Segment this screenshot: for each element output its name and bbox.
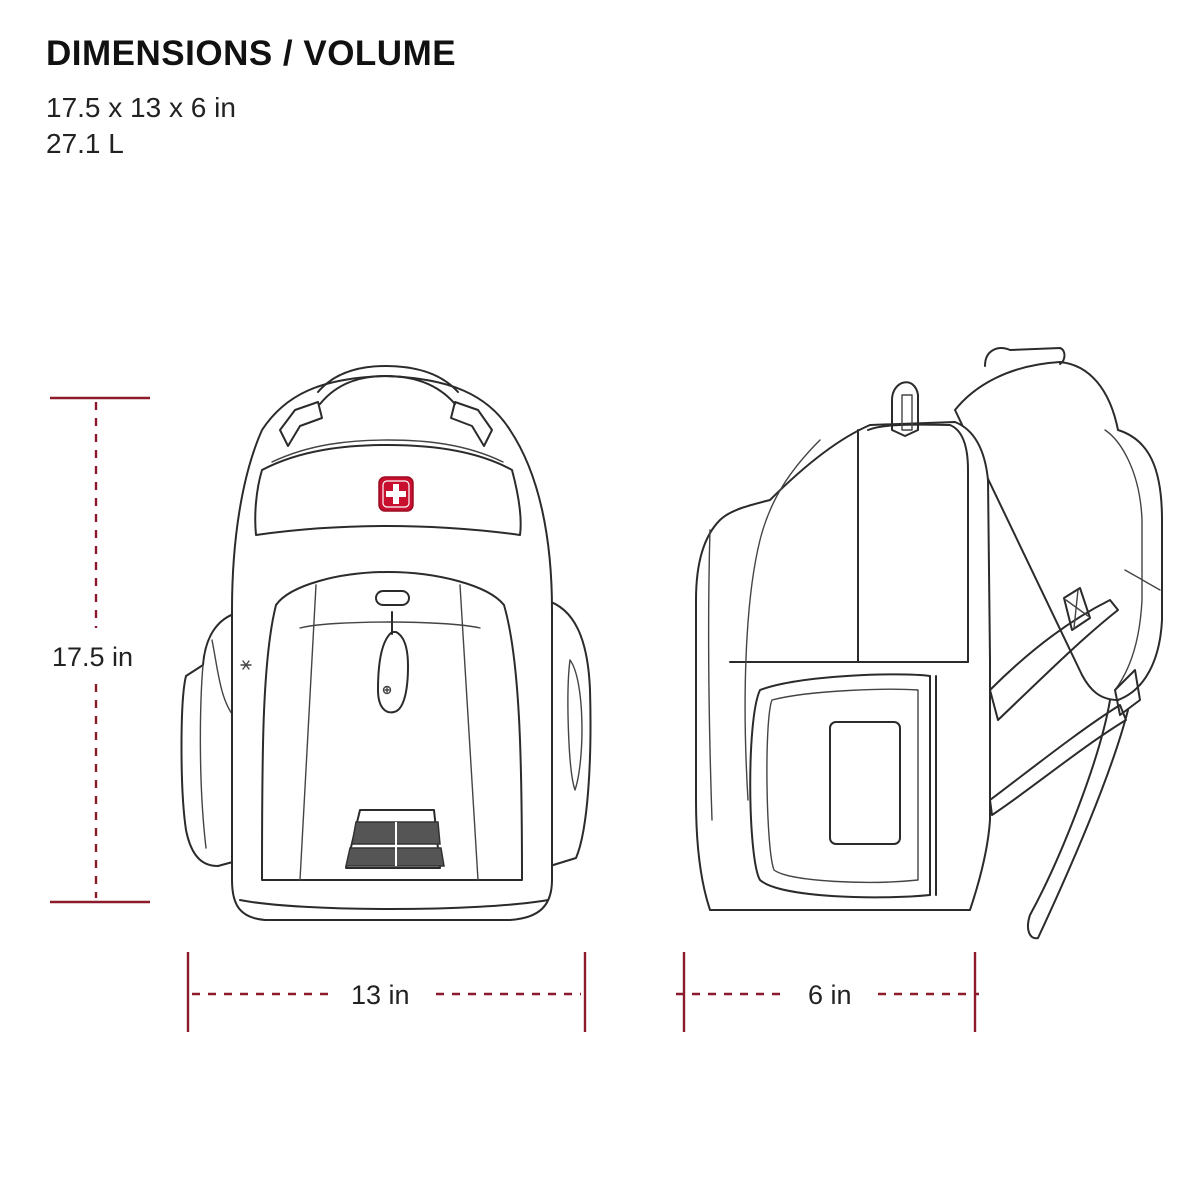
phone-slot [829,721,901,845]
backpack-side-view [695,347,1163,940]
side-lower-pocket [749,673,931,899]
snowflake-icon [240,660,252,670]
diamond-patch [1063,587,1091,631]
top-panel [254,444,522,536]
top-hook [984,347,1066,367]
height-label: 17.5 in [52,642,133,672]
width-label: 13 in [351,980,410,1010]
top-handle [317,365,459,393]
page-title: DIMENSIONS / VOLUME [46,34,457,73]
left-side-pocket [180,611,241,867]
hanging-strap [1027,699,1129,940]
carabiner [377,631,409,714]
zipper-pull-plate [375,590,410,606]
size-spec: 17.5 x 13 x 6 in [46,92,236,123]
harness-strap [989,599,1119,721]
front-pocket [261,571,523,881]
swiss-cross-logo [378,476,414,512]
volume-spec: 27.1 L [46,128,124,159]
backpack-front-view [180,365,592,921]
height-dimension: 17.5 in [50,396,150,904]
right-side-pocket [544,599,592,867]
depth-label: 6 in [808,980,852,1010]
side-main-body [695,421,991,911]
side-grab-handle [891,381,919,437]
width-dimension: 13 in [186,952,587,1032]
depth-dimension: 6 in [676,952,979,1032]
